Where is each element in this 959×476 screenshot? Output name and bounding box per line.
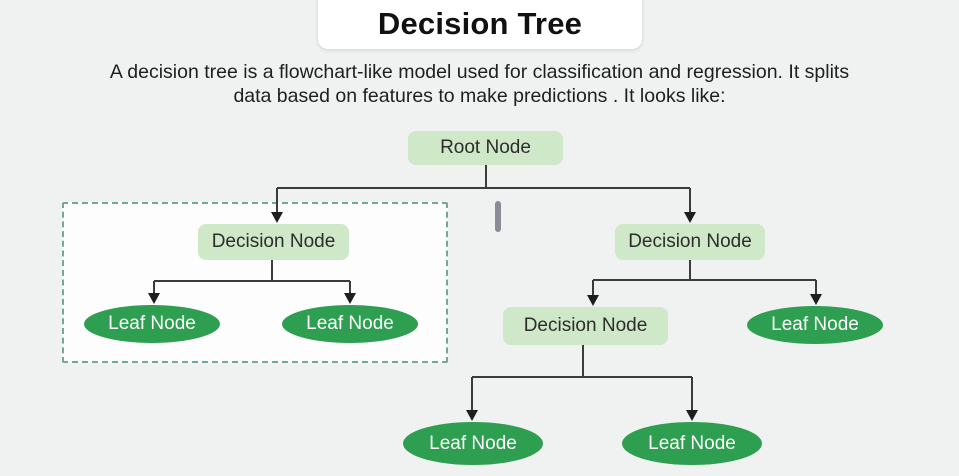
connector-right-branch — [587, 260, 822, 306]
description-line-2: data based on features to make predictio… — [233, 85, 726, 107]
decision-node-middle: Decision Node — [503, 307, 668, 345]
connector-bottom-branch — [466, 345, 698, 421]
leaf-node-bottom-2: Leaf Node — [622, 422, 762, 465]
connector-root-branch — [271, 164, 696, 223]
decision-node-right: Decision Node — [615, 224, 765, 260]
decision-node-left: Decision Node — [198, 224, 349, 260]
leaf-node-left-2: Leaf Node — [282, 305, 418, 343]
description: A decision tree is a flowchart-like mode… — [0, 60, 959, 108]
connector-left-branch — [148, 260, 356, 304]
root-node: Root Node — [408, 131, 563, 165]
leaf-node-left-1: Leaf Node — [84, 305, 220, 343]
text-cursor-bar — [495, 201, 501, 232]
description-line-1: A decision tree is a flowchart-like mode… — [109, 61, 850, 83]
page-title: Decision Tree — [377, 6, 583, 41]
leaf-node-bottom-1: Leaf Node — [403, 422, 543, 465]
leaf-node-right: Leaf Node — [747, 306, 883, 344]
title-card: Decision Tree — [318, 0, 642, 49]
